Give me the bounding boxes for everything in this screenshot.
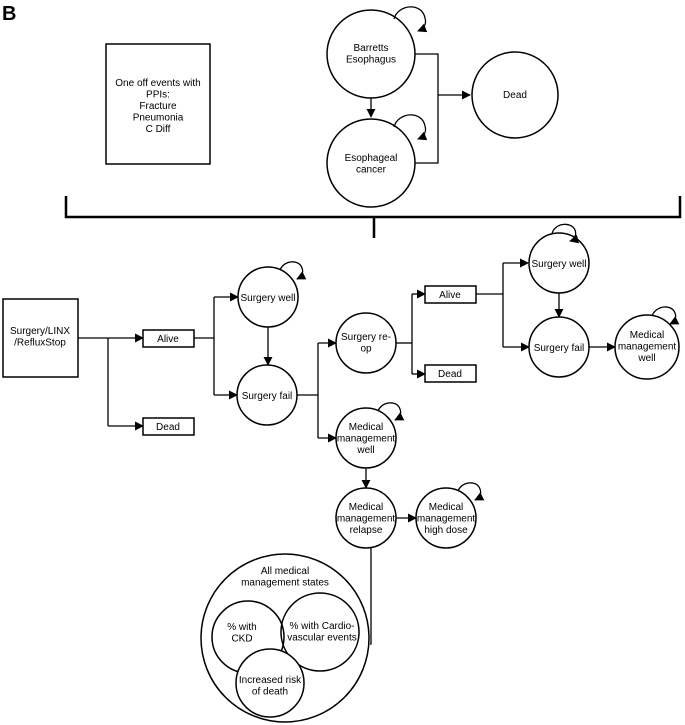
start-box-label: Surgery/LINX/RefluxStop <box>10 326 70 349</box>
surgery-fail-1-label: Surgery fail <box>242 391 293 402</box>
box-surgery-linx-refluxstop: Surgery/LINX/RefluxStop <box>2 298 79 378</box>
dead-2-label: Dead <box>438 369 462 380</box>
state-surgery-reop: Surgery re-op <box>335 312 397 374</box>
box-dead-2: Dead <box>424 364 477 383</box>
self-loop-cancer <box>393 114 428 141</box>
state-surgery-fail-2: Surgery fail <box>528 316 590 378</box>
surgery-fail-2-label: Surgery fail <box>534 343 585 354</box>
arrow-barretts-to-dead-line <box>415 53 439 164</box>
surgery-reop-label: Surgery re-op <box>341 332 391 355</box>
self-loop-surgery-well-1 <box>279 261 307 280</box>
surgery-well-2-label: Surgery well <box>531 259 586 270</box>
self-loop-surgery-well-2 <box>551 223 580 244</box>
self-loop-medical-high-dose <box>457 482 485 501</box>
connector-relapse-to-venn <box>370 548 372 645</box>
self-loop-barretts <box>393 6 428 33</box>
alive-2-label: Alive <box>439 290 461 301</box>
self-loop-medical-well-2 <box>651 306 680 325</box>
box-alive-1: Alive <box>142 329 195 348</box>
state-dead-top: Dead <box>471 51 559 139</box>
box-dead-1: Dead <box>142 417 195 436</box>
section-bracket <box>64 196 682 238</box>
dead-1-label: Dead <box>156 422 180 433</box>
state-surgery-well-2: Surgery well <box>528 232 590 294</box>
alive-1-label: Alive <box>157 334 179 345</box>
venn-cardio-label: % with Cardio-vascular events <box>287 621 356 644</box>
self-loop-medical-well-1 <box>377 402 405 421</box>
panel-label: B <box>2 3 16 25</box>
surgery-well-1-label: Surgery well <box>240 293 295 304</box>
state-surgery-fail-1: Surgery fail <box>236 364 298 426</box>
state-surgery-well-1: Surgery well <box>237 266 299 328</box>
state-dead-top-label: Dead <box>503 90 527 101</box>
box-alive-2: Alive <box>424 285 477 304</box>
